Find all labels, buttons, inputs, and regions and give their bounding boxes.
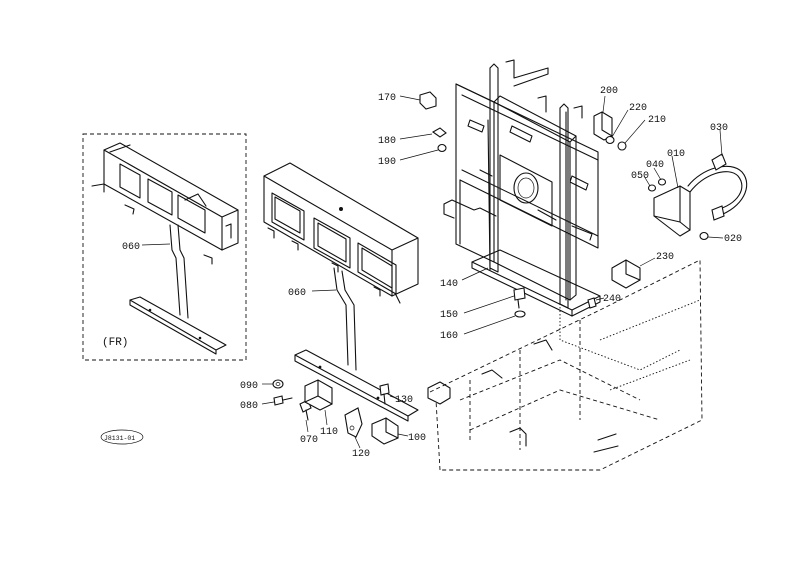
label-060-main: 060 xyxy=(288,288,306,299)
washer-160 xyxy=(514,310,526,318)
label-220: 220 xyxy=(629,103,647,114)
label-060-inset: 060 xyxy=(122,242,140,253)
label-210: 210 xyxy=(648,115,666,126)
label-140: 140 xyxy=(440,279,458,290)
bolt-020 xyxy=(699,231,709,241)
label-080: 080 xyxy=(240,401,258,412)
washer-220 xyxy=(605,135,615,145)
front-stay xyxy=(294,267,419,422)
grommet-170 xyxy=(419,91,437,110)
chassis-outline xyxy=(427,259,703,471)
label-020: 020 xyxy=(724,234,742,245)
figure-code-badge: J8131-01 xyxy=(100,429,144,445)
label-180: 180 xyxy=(378,136,396,147)
bolt-130 xyxy=(379,383,390,405)
label-190: 190 xyxy=(378,157,396,168)
bolt-210 xyxy=(617,141,627,151)
inset-stay xyxy=(129,224,227,355)
label-070: 070 xyxy=(300,435,318,446)
figure-code: J8131-01 xyxy=(104,435,135,442)
bolt-080 xyxy=(273,395,293,406)
inset-cover xyxy=(91,142,239,265)
label-090: 090 xyxy=(240,381,258,392)
inset-fr-label: (FR) xyxy=(102,337,128,349)
inset-front-panel: 060 (FR) xyxy=(82,133,247,361)
inset-border xyxy=(82,133,247,361)
nut-040 xyxy=(657,178,667,186)
label-170: 170 xyxy=(378,93,396,104)
label-100: 100 xyxy=(408,433,426,444)
label-230: 230 xyxy=(656,252,674,263)
bracket-010 xyxy=(653,185,691,237)
label-040: 040 xyxy=(646,160,664,171)
upright-frame xyxy=(443,59,601,317)
label-240: 240 xyxy=(603,294,621,305)
washer-090 xyxy=(272,379,284,389)
label-200: 200 xyxy=(600,86,618,97)
washer-180 xyxy=(431,127,447,138)
band-030 xyxy=(687,153,748,221)
label-110: 110 xyxy=(320,427,338,438)
stay-200 xyxy=(593,111,613,141)
block-100 xyxy=(371,417,399,445)
label-030: 030 xyxy=(710,123,728,134)
label-160: 160 xyxy=(440,331,458,342)
label-120: 120 xyxy=(352,449,370,460)
washer-050 xyxy=(647,184,657,192)
label-050: 050 xyxy=(631,171,649,182)
label-150: 150 xyxy=(440,310,458,321)
label-130: 130 xyxy=(395,395,413,406)
bracket-110 xyxy=(304,379,333,411)
nut-190 xyxy=(437,143,447,153)
bolt-150 xyxy=(513,287,526,309)
bolt-240 xyxy=(587,297,597,309)
clamp-120 xyxy=(344,407,363,438)
bracket-230 xyxy=(611,259,641,289)
front-cover xyxy=(263,162,419,304)
label-010: 010 xyxy=(667,149,685,160)
